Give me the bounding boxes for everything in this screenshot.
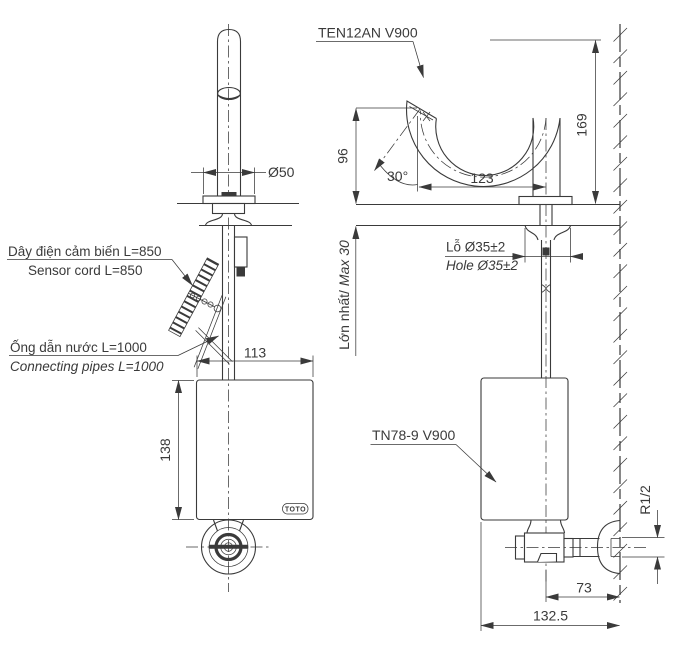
dim-spout-height: 169 — [574, 113, 590, 137]
wall-escutcheon — [596, 519, 620, 575]
aerator-detail — [422, 111, 431, 122]
label-max-en: Max 30 — [336, 240, 352, 286]
faucet-column-front — [216, 28, 242, 198]
dim-sensor-angle: 30° — [387, 168, 408, 184]
spout-outlet-front — [217, 86, 241, 101]
dim-controller-height: 138 — [157, 438, 173, 462]
wall-hatch — [613, 27, 628, 601]
sensor-window — [221, 192, 237, 198]
label-sensor-cord-en: Sensor cord L=850 — [28, 263, 142, 278]
wall-section — [613, 24, 628, 603]
brand-logo: TOTO — [282, 503, 309, 515]
side-view: 30° 96 123 169 Lớn nhất/Ma — [316, 24, 665, 631]
controller-box-front — [195, 379, 314, 521]
sensor-connector — [233, 236, 248, 277]
dim-controller-width: 113 — [244, 345, 267, 361]
brand-logo-text: TOTO — [285, 507, 306, 514]
label-hole-vi: Lỗ Ø35±2 — [446, 240, 505, 255]
dim-outlet-height-group: 96 — [335, 107, 417, 204]
dim-base-diameter-group: Ø50 — [191, 164, 295, 194]
label-controller-model: TN78-9 V900 — [372, 427, 455, 443]
dim-controller-height-group: 138 — [157, 380, 194, 520]
label-pipes-en: Connecting pipes L=1000 — [10, 359, 164, 374]
label-pipes-group: Ống dẫn nước L=1000 Connecting pipes L=1… — [9, 335, 219, 374]
deck-front — [177, 195, 299, 227]
label-controller-model-group: TN78-9 V900 — [370, 427, 497, 483]
front-view: Ø50 — [7, 24, 314, 592]
label-spout-model: TEN12AN V900 — [318, 25, 418, 41]
label-sensor-cord-vi: Dây điện cảm biến L=850 — [8, 244, 161, 259]
label-hole-en: Hole Ø35±2 — [446, 258, 518, 273]
dim-valve-to-wall-group: 73 — [545, 570, 620, 602]
dim-base-diameter: Ø50 — [268, 164, 295, 180]
stop-valve-side — [505, 519, 648, 575]
stop-valve-front — [186, 519, 271, 575]
dim-controller-width-group: 113 — [196, 345, 314, 377]
dim-controller-to-wall: 132.5 — [533, 608, 568, 624]
base-flange-side — [518, 195, 573, 206]
dim-spout-reach: 123 — [470, 170, 494, 186]
label-wall-thread: R1/2 — [637, 485, 653, 515]
dim-spout-height-group: 169 — [490, 39, 601, 204]
label-max-vi: Lớn nhất/ — [336, 290, 352, 350]
lock-nut-front — [211, 202, 246, 215]
dim-hole-group: Lỗ Ø35±2 Hole Ø35±2 — [445, 228, 583, 273]
dim-outlet-height: 96 — [335, 148, 351, 164]
controller-box-side — [480, 377, 569, 521]
sensor-beam-group: 30° — [374, 108, 421, 192]
deck-side — [356, 195, 620, 241]
dim-spout-reach-group: 123 — [418, 170, 546, 191]
label-pipes-vi: Ống dẫn nước L=1000 — [10, 340, 147, 355]
label-sensor-cord-group: Dây điện cảm biến L=850 Sensor cord L=85… — [7, 244, 193, 286]
dim-wall-thread-group: R1/2 — [622, 485, 665, 584]
dim-controller-to-wall-group: 132.5 — [480, 522, 620, 631]
base-flange-front — [202, 195, 256, 205]
dim-valve-to-wall: 73 — [576, 580, 592, 596]
supply-shank-side — [540, 240, 552, 378]
label-spout-model-group: TEN12AN V900 — [316, 25, 424, 78]
connecting-pipes — [193, 295, 233, 369]
sensor-cord-coil — [168, 257, 222, 338]
hose-joint — [541, 284, 551, 293]
cord-plug-ring — [213, 304, 222, 313]
dim-max-thickness-group: Lớn nhất/Max 30 — [336, 226, 360, 356]
label-max-thickness: Lớn nhất/Max 30 — [336, 240, 352, 350]
